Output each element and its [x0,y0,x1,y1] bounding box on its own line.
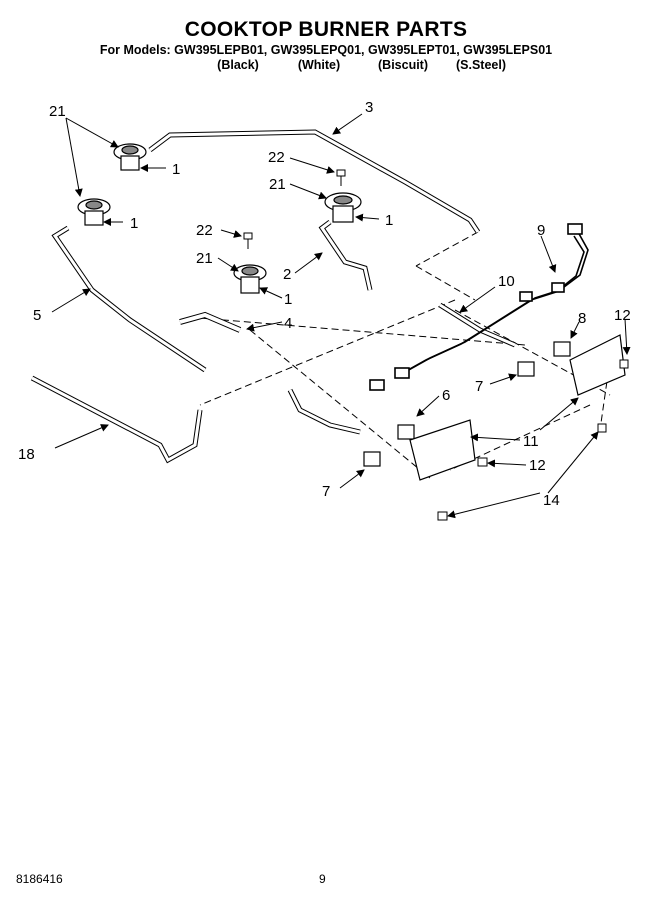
variant-black: (Black) [217,58,259,72]
variant-white: (White) [297,58,341,72]
callout-1: 1 [130,215,138,232]
callout-9: 9 [537,222,545,239]
callout-14: 14 [543,492,560,509]
burner-base-left [77,198,111,226]
callout-22: 22 [268,149,285,166]
callout-numbers: 21 1 1 3 22 21 1 22 21 2 1 4 5 18 9 10 8… [18,99,631,509]
variant-biscuit: (Biscuit) [378,58,428,72]
gas-tube-5 [51,225,207,373]
callout-5: 5 [33,307,41,324]
gas-tube-3 [148,129,481,234]
callout-2: 2 [283,266,291,283]
burner-base-center [233,264,267,294]
callout-6: 6 [442,387,450,404]
burner-base-right [324,192,362,223]
callout-1: 1 [284,291,292,308]
valve-tubes [287,302,516,435]
bolts [437,359,629,521]
callout-21: 21 [196,250,213,267]
gas-tube-2 [318,220,373,291]
callout-4: 4 [284,315,292,332]
callout-7: 7 [322,483,330,500]
callout-1: 1 [172,161,180,178]
valves [363,341,571,467]
callout-12: 12 [529,457,546,474]
page-number: 9 [319,872,326,886]
callout-22: 22 [196,222,213,239]
callout-21: 21 [269,176,286,193]
valve-brackets [409,334,626,481]
gas-tube-4 [179,311,242,333]
model-list: For Models: GW395LEPB01, GW395LEPQ01, GW… [99,43,553,57]
callout-12: 12 [614,307,631,324]
document-number: 8186416 [16,872,63,886]
wire-harness [369,223,589,391]
callout-11: 11 [523,433,539,450]
manifold-tube-18 [30,375,203,464]
callout-7: 7 [475,378,483,395]
variant-steel: (S.Steel) [455,58,507,72]
callout-3: 3 [365,99,373,116]
callout-21: 21 [49,103,66,120]
screw-22-upper [336,169,346,186]
callout-8: 8 [578,310,586,327]
page-title: COOKTOP BURNER PARTS [184,18,468,41]
screw-22-lower [243,232,253,249]
callout-10: 10 [498,273,515,290]
leader-lines [51,113,631,519]
burner-base-top-left [113,143,147,171]
callout-1: 1 [385,212,393,229]
callout-18: 18 [18,446,35,463]
